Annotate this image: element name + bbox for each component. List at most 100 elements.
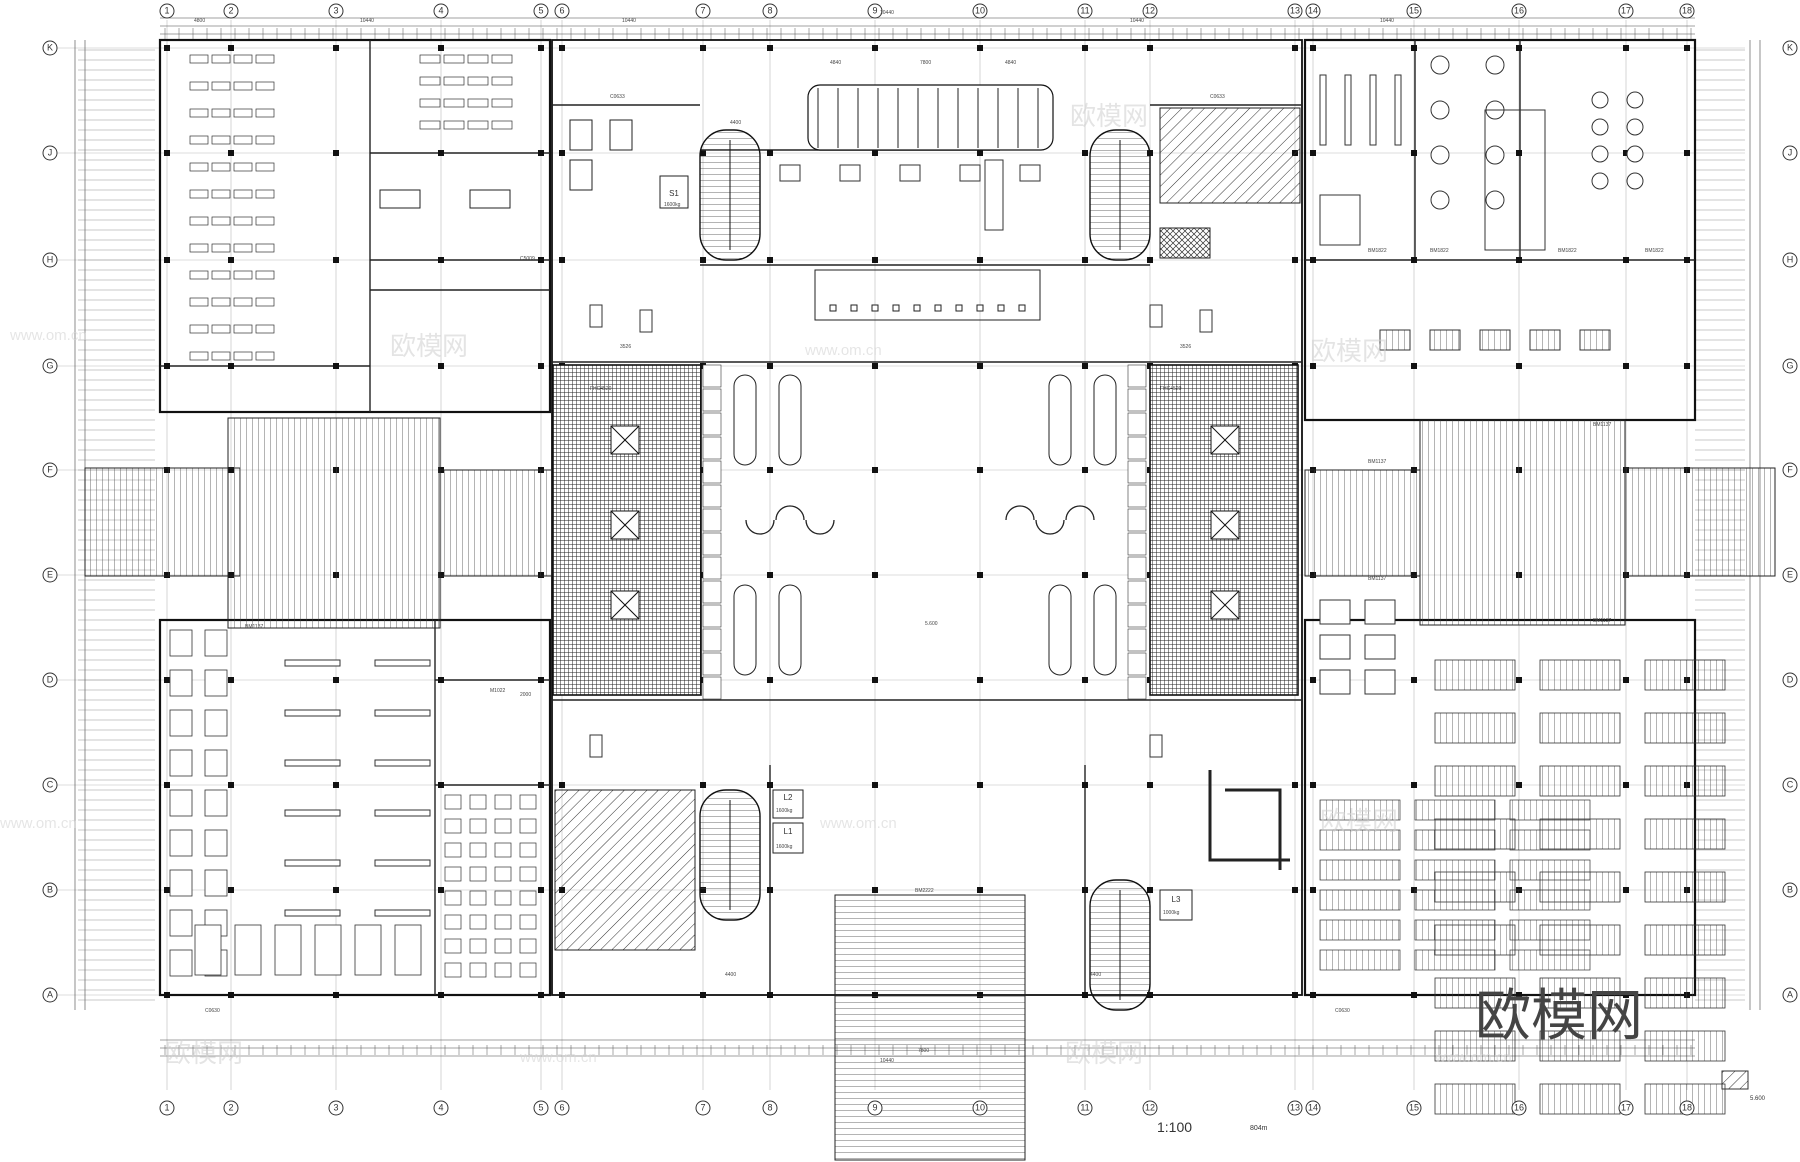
seat-row bbox=[467, 98, 489, 108]
column bbox=[977, 150, 983, 156]
elevator-s1: S1 1600kg bbox=[659, 175, 689, 209]
axis-bubble bbox=[867, 1100, 883, 1116]
axis-label: G bbox=[1786, 360, 1793, 370]
column bbox=[1147, 257, 1153, 263]
seat-row bbox=[491, 120, 513, 130]
desk bbox=[1019, 164, 1041, 182]
column bbox=[333, 45, 339, 51]
seat-row bbox=[233, 108, 253, 118]
axis-label: 11 bbox=[1080, 5, 1089, 15]
seat-row bbox=[189, 351, 209, 361]
axis-bubble bbox=[867, 3, 883, 19]
column bbox=[333, 992, 339, 998]
sofa bbox=[1529, 329, 1561, 351]
side-strip bbox=[702, 436, 722, 460]
column bbox=[872, 782, 878, 788]
column bbox=[164, 887, 170, 893]
seat-row bbox=[255, 81, 275, 91]
table-cluster bbox=[1319, 919, 1401, 941]
axis-label: 17 bbox=[1621, 5, 1631, 15]
seat-row bbox=[233, 216, 253, 226]
column bbox=[164, 257, 170, 263]
column bbox=[1310, 45, 1316, 51]
classroom-desk bbox=[494, 914, 512, 930]
column bbox=[977, 363, 983, 369]
watermark-text: 欧模网 bbox=[1310, 337, 1388, 367]
axis-label: 10 bbox=[975, 1102, 985, 1112]
axis-label: G bbox=[46, 360, 53, 370]
table-cluster bbox=[1509, 949, 1591, 971]
column bbox=[1082, 150, 1088, 156]
x-mark bbox=[1210, 590, 1240, 620]
door-c5009: C5009 bbox=[520, 256, 535, 262]
axis-label: 6 bbox=[559, 1102, 564, 1112]
locker bbox=[1149, 304, 1163, 328]
east-stair-hall bbox=[1419, 419, 1626, 626]
classroom-desk bbox=[444, 962, 462, 978]
classroom-desk bbox=[444, 818, 462, 834]
table-cluster bbox=[1414, 889, 1496, 911]
column bbox=[228, 363, 234, 369]
equipment-unit bbox=[609, 119, 633, 151]
axis-label: E bbox=[1787, 569, 1793, 579]
column bbox=[228, 782, 234, 788]
axis-label: 18 bbox=[1682, 1102, 1692, 1112]
wall-nw-block bbox=[158, 38, 552, 414]
dim-c4400: 4400 bbox=[730, 120, 741, 126]
door-bm1822: BM1822 bbox=[1430, 248, 1449, 254]
classroom-desk bbox=[494, 866, 512, 882]
column bbox=[1082, 677, 1088, 683]
axis-bubble bbox=[554, 3, 570, 19]
axis-label: B bbox=[1787, 884, 1793, 894]
column bbox=[1516, 677, 1522, 683]
dining-table bbox=[169, 829, 193, 857]
classroom-desk bbox=[444, 938, 462, 954]
axis-label: K bbox=[47, 42, 53, 52]
axis-label: C bbox=[47, 779, 54, 789]
column bbox=[228, 992, 234, 998]
axis-bubble bbox=[42, 987, 58, 1003]
axis-label: 15 bbox=[1409, 5, 1419, 15]
seat-row bbox=[233, 81, 253, 91]
axis-bubble bbox=[159, 1100, 175, 1116]
table-cluster bbox=[1414, 829, 1496, 851]
column bbox=[1310, 150, 1316, 156]
column bbox=[1310, 363, 1316, 369]
serving-counter bbox=[1484, 109, 1546, 251]
classroom-desk bbox=[494, 818, 512, 834]
east-corridor-steps bbox=[1304, 469, 1421, 577]
axis-label: 9 bbox=[872, 1102, 877, 1112]
watermark-url: www.om.cn bbox=[0, 815, 77, 832]
axis-label: 7 bbox=[700, 5, 705, 15]
column bbox=[1292, 782, 1298, 788]
seat-row bbox=[233, 243, 253, 253]
dining-table bbox=[169, 949, 193, 977]
door-bm2222: BM2222 bbox=[915, 888, 934, 894]
side-strip bbox=[702, 364, 722, 388]
legend-hatch bbox=[1721, 1070, 1749, 1090]
oval-table bbox=[1048, 584, 1072, 676]
axis-bubble bbox=[1782, 462, 1798, 478]
east-entrance-steps bbox=[1624, 467, 1776, 577]
central-top-stair bbox=[807, 84, 1054, 151]
curved-bench bbox=[775, 505, 805, 521]
side-strip bbox=[702, 676, 722, 700]
desk bbox=[959, 164, 981, 182]
axis-label: 14 bbox=[1308, 1102, 1318, 1112]
classroom-desk bbox=[519, 914, 537, 930]
seat-row bbox=[189, 216, 209, 226]
column bbox=[872, 150, 878, 156]
column bbox=[1516, 45, 1522, 51]
column bbox=[872, 363, 878, 369]
column bbox=[700, 782, 706, 788]
column bbox=[559, 782, 565, 788]
table bbox=[1364, 669, 1396, 695]
column bbox=[559, 150, 565, 156]
axis-bubble bbox=[533, 1100, 549, 1116]
x-mark bbox=[610, 590, 640, 620]
column bbox=[977, 467, 983, 473]
table bbox=[1319, 669, 1351, 695]
seat-row bbox=[233, 324, 253, 334]
column bbox=[438, 677, 444, 683]
west-stair-hall bbox=[227, 417, 441, 629]
